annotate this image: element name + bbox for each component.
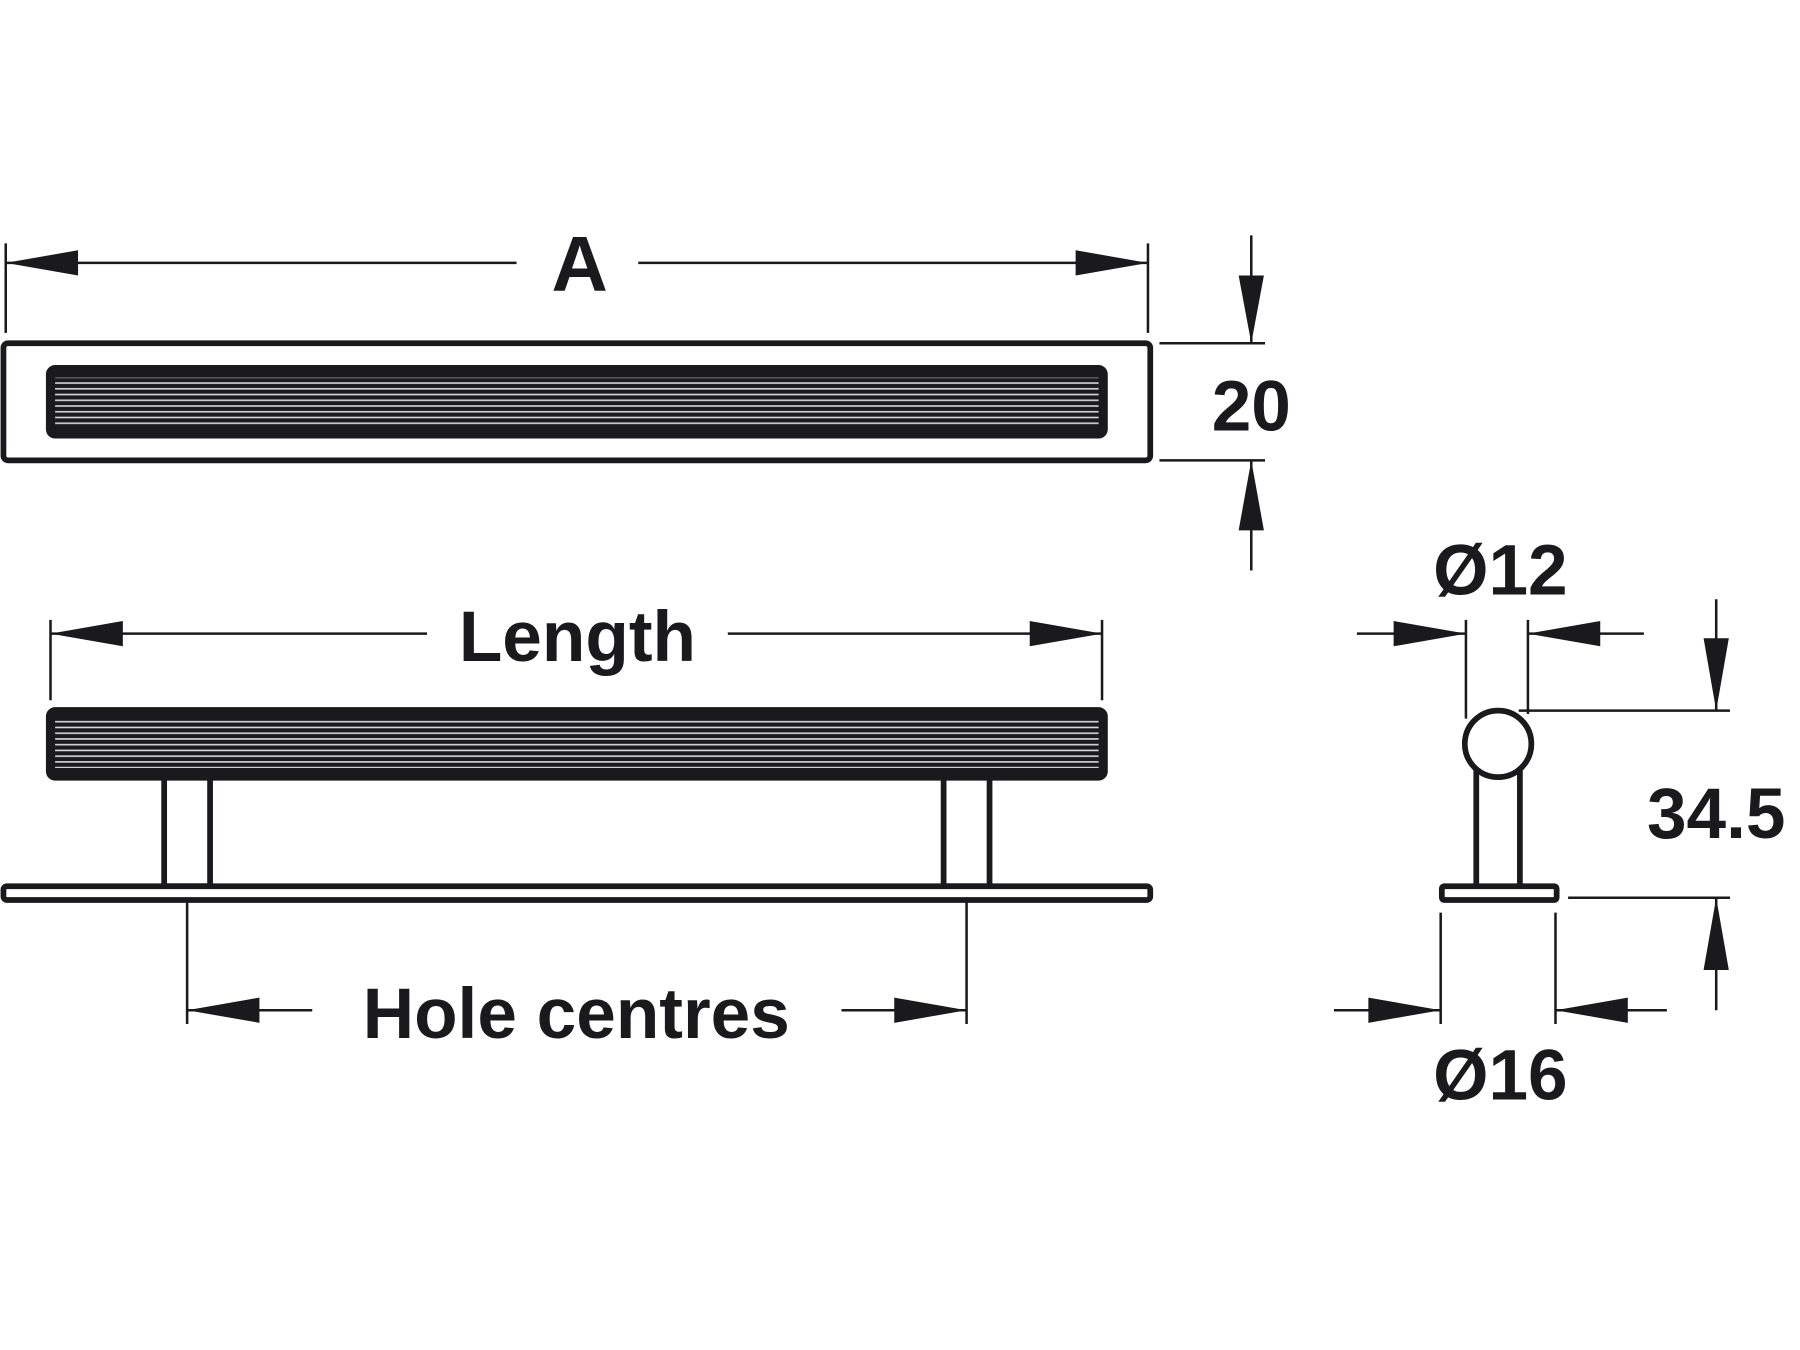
dimension-height-label: 20 xyxy=(1212,367,1291,446)
mounting-surface xyxy=(0,883,1154,903)
front-leg-right xyxy=(940,763,993,890)
dimension-projection: 34.5 xyxy=(1518,599,1786,1011)
dimension-a: A xyxy=(4,219,1150,333)
dimension-hole-centres-label: Hole centres xyxy=(363,975,790,1054)
dimension-projection-label: 34.5 xyxy=(1647,775,1786,854)
front-leg-left xyxy=(161,763,213,890)
side-view: Ø12 34.5 Ø16 xyxy=(1333,532,1786,1116)
dimension-length-label: Length xyxy=(459,598,696,677)
front-view-grooves xyxy=(55,719,1099,768)
dimension-bar-diameter-label: Ø12 xyxy=(1433,532,1568,611)
top-view-grooves xyxy=(55,377,1099,426)
side-bar-section xyxy=(1461,707,1535,781)
dimension-bar-diameter: Ø12 xyxy=(1356,532,1644,719)
dimension-height: 20 xyxy=(1159,235,1291,571)
dimension-base-diameter: Ø16 xyxy=(1333,912,1667,1116)
top-view: A 20 xyxy=(0,219,1291,571)
side-base-plate xyxy=(1438,883,1560,903)
side-leg xyxy=(1473,766,1523,892)
dimension-hole-centres: Hole centres xyxy=(185,902,968,1054)
front-view: Length Hole centres xyxy=(0,598,1154,1054)
dimension-length: Length xyxy=(49,598,1104,701)
dimension-base-diameter-label: Ø16 xyxy=(1433,1037,1568,1116)
dimension-a-label: A xyxy=(552,219,608,307)
